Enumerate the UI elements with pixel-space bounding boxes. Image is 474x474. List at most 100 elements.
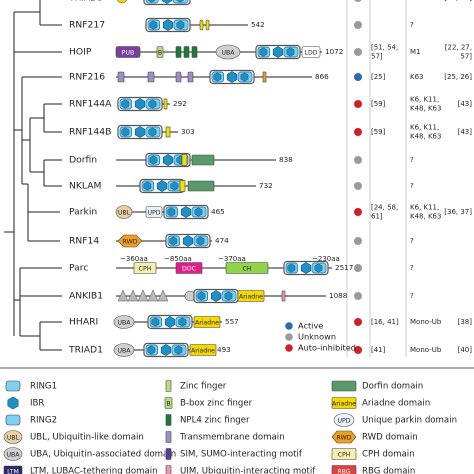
b-box-legend-icon-label: B	[166, 401, 170, 408]
ibr-domain	[210, 290, 222, 302]
ubl-legend-icon	[3, 430, 23, 444]
activity-reference: [24, 58,	[371, 204, 398, 212]
rwd-domain-label: RWD	[123, 239, 138, 246]
protein-length: 866	[315, 72, 329, 81]
legend-label: RBG domain	[362, 467, 415, 474]
rbg-legend-icon	[331, 465, 357, 474]
ibr-domain	[160, 344, 172, 356]
ubl-domain	[117, 0, 127, 4]
legend-label: LTM, LUBAC-tethering domain	[30, 467, 158, 474]
protein-length: 1088	[329, 291, 348, 300]
ibr-domain	[134, 98, 146, 110]
protein-length: 465	[211, 207, 225, 216]
ibr-domain	[134, 126, 146, 138]
linkage-type: K6, K11,	[410, 96, 439, 104]
ltm-legend-icon-label: LTM	[7, 469, 19, 474]
ibr-domain	[162, 19, 174, 31]
protein-name: HOIP	[69, 47, 92, 58]
transmembrane	[165, 126, 171, 138]
linkage-type: K48, K63	[410, 133, 441, 141]
ring2-zinc-site	[148, 99, 157, 109]
protein-length: 838	[279, 155, 293, 164]
protein-length: 474	[215, 236, 229, 245]
upd-domain-label: UPD	[147, 210, 160, 217]
linkage-reference: [38]	[458, 318, 473, 326]
zf-legend-icon	[165, 380, 172, 392]
ubl-domain-label: UBL	[118, 210, 131, 217]
ch-domain	[225, 262, 269, 274]
tm-legend-icon	[165, 431, 172, 443]
uba-domain-label: UBA	[221, 50, 235, 57]
status-dot	[354, 318, 362, 326]
ring1-zinc-site	[121, 99, 130, 109]
rwd-domain	[117, 234, 143, 248]
legend-label: CPH domain	[362, 450, 415, 460]
ring2-zinc-site	[176, 20, 185, 30]
ankyrin-repeat	[137, 289, 149, 302]
legend-label: Transmembrane domain	[179, 433, 285, 443]
ariadne-domain-label: Ariadne	[195, 320, 219, 327]
ldd-domain	[301, 46, 321, 58]
ring2-zinc-site	[224, 291, 233, 301]
ring2-zinc-site	[170, 181, 179, 191]
pub-domain-label: PUB	[122, 50, 135, 57]
transmembrane	[175, 71, 182, 83]
linkage-reference: 57]	[460, 53, 472, 61]
linkage-reference: [44, 49]	[444, 0, 472, 2]
protein-length: 518	[193, 0, 207, 2]
uba-domain-label: UBA	[117, 320, 131, 327]
linkage-type: ?	[410, 264, 414, 272]
ankyrin-repeat	[117, 289, 129, 302]
ldd-domain-label: LDD	[305, 50, 318, 57]
transmembrane	[205, 19, 210, 31]
status-legend-dot	[285, 322, 293, 330]
protein-name: TRIAD3	[68, 0, 103, 4]
ankyrin-repeat	[127, 289, 139, 302]
ring1-zinc-site	[259, 47, 268, 57]
linkage-type: K6, K11,	[410, 124, 439, 132]
protein-length: 732	[259, 181, 273, 190]
npl4-zf	[183, 46, 190, 58]
b-box-legend-icon	[164, 397, 173, 409]
protein-length: 292	[173, 99, 187, 108]
linkage-type: Mono-Ub	[410, 0, 442, 2]
linkage-type: K48, K63	[410, 213, 441, 221]
transmembrane	[147, 71, 155, 83]
activity-reference: 57]	[371, 53, 383, 61]
upd-domain	[145, 206, 163, 218]
status-legend-label: Active	[298, 321, 323, 331]
ring1-zinc-site	[143, 181, 152, 191]
activity-reference: [59]	[371, 128, 386, 136]
ring1-zinc-site	[167, 207, 176, 217]
status-legend-dot	[285, 333, 293, 341]
linkage-type: ?	[410, 292, 414, 300]
status-legend-dot	[285, 344, 293, 352]
ring2-zinc-site	[178, 317, 187, 327]
ibr-domain	[180, 206, 192, 218]
rbg-legend-icon-label: RBG	[337, 469, 350, 474]
legend-label: RING1	[30, 382, 57, 392]
linkage-type: K6, K11,	[410, 204, 439, 212]
linkage-reference: [22, 27,	[445, 44, 472, 52]
uba-legend-icon-label: UBA	[6, 452, 20, 459]
cph-legend-icon	[331, 448, 357, 460]
ring2-zinc-site	[148, 127, 157, 137]
rwd-legend-icon-label: RWD	[337, 435, 352, 442]
transmembrane	[163, 98, 168, 110]
zinc-finger	[181, 154, 188, 166]
protein-name: RNF14	[69, 236, 99, 247]
uba-domain	[215, 44, 241, 60]
activity-reference: [51, 54,	[371, 44, 398, 52]
uba-domain	[113, 343, 135, 357]
legend-label: Zinc finger	[180, 382, 227, 392]
activity-reference: 61]	[371, 213, 383, 221]
status-dot	[354, 128, 362, 136]
linkage-type: Mono-Ub	[410, 318, 442, 326]
ring1-zinc-site	[149, 155, 158, 165]
